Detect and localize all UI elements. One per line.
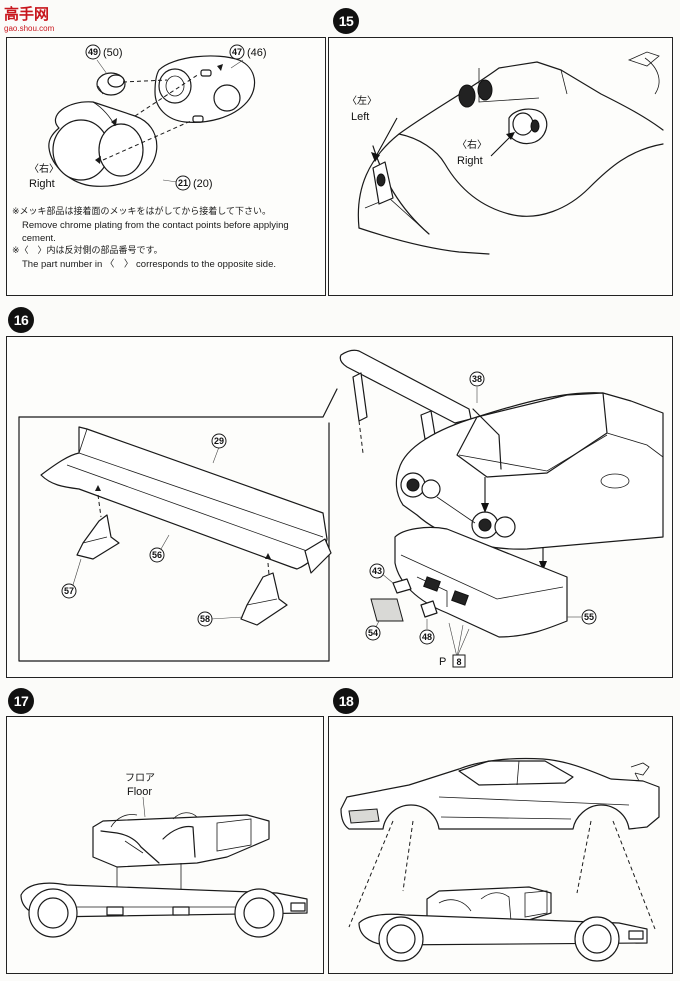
rear-wing-and-bumper-diagram: 29 56 57 58 xyxy=(18,349,664,668)
callout-38: 38 xyxy=(469,371,485,387)
part-58-wing-stay xyxy=(240,572,288,626)
svg-text:56: 56 xyxy=(152,550,162,560)
callout-55: 55 xyxy=(581,609,597,625)
step-number-16: 16 xyxy=(8,307,34,333)
svg-text:P: P xyxy=(439,656,446,668)
part-47-reflector xyxy=(154,55,256,123)
label-floor-jp: フロア xyxy=(125,773,155,784)
part-21-headlight-housing xyxy=(48,101,158,187)
step-number-18: 18 xyxy=(333,688,359,714)
svg-text:38: 38 xyxy=(472,374,482,384)
watermark-logo: 高手网 gao.shou.com xyxy=(4,5,55,33)
label-left-en: Left xyxy=(351,111,369,123)
svg-text:29: 29 xyxy=(214,436,224,446)
step-number-17: 17 xyxy=(8,688,34,714)
note-1-jp: ※メッキ部品は接着面のメッキをはがしてから接着して下さい。 xyxy=(12,207,272,217)
part-49-bulb xyxy=(96,72,126,96)
label-left-jp: 〈左〉 xyxy=(347,94,377,107)
note-2-en: The part number in 〈 〉 corresponds to th… xyxy=(22,259,276,270)
floor-chassis-diagram: フロア Floor xyxy=(20,773,308,938)
svg-text:21: 21 xyxy=(178,178,188,188)
svg-text:47: 47 xyxy=(232,47,242,57)
right-headlight-part xyxy=(508,108,548,145)
label-right-en: Right xyxy=(29,178,55,190)
svg-text:8: 8 xyxy=(456,657,461,667)
svg-text:(46): (46) xyxy=(247,47,267,59)
callout-56: 56 xyxy=(149,547,165,563)
callout-57: 57 xyxy=(61,583,77,599)
svg-text:57: 57 xyxy=(64,586,74,596)
chassis-base xyxy=(20,882,308,938)
interior-tub xyxy=(92,812,270,868)
panel-step-14: 49 (50) 47 (46) 21 (20) 〈右〉 Right xyxy=(6,37,326,296)
car-body-side-view xyxy=(340,757,660,830)
panel-step-17: フロア Floor xyxy=(6,716,324,974)
svg-text:(20): (20) xyxy=(193,178,213,190)
note-1-en: Remove chrome plating from the contact p… xyxy=(22,220,289,244)
panel-step-18 xyxy=(328,716,673,974)
callout-21-20: 21 (20) xyxy=(175,175,213,191)
headlight-assembly-diagram: 49 (50) 47 (46) 21 (20) 〈右〉 Right xyxy=(29,44,267,191)
svg-text:49: 49 xyxy=(88,47,98,57)
svg-text:55: 55 xyxy=(584,612,594,622)
callout-54: 54 xyxy=(365,625,381,641)
svg-text:高手网: 高手网 xyxy=(4,5,49,23)
decal-reference: P 8 xyxy=(439,654,466,668)
part-57-wing-stay xyxy=(76,514,120,560)
label-right-en: Right xyxy=(457,155,483,167)
chassis-with-interior xyxy=(358,886,648,962)
note-2-jp: ※〈 〉内は反対側の部品番号です。 xyxy=(12,246,163,256)
callout-58: 58 xyxy=(197,611,213,627)
step-number-15: 15 xyxy=(333,8,359,34)
callout-43: 43 xyxy=(369,563,385,579)
svg-text:gao.shou.com: gao.shou.com xyxy=(4,24,55,33)
label-right-jp: 〈右〉 xyxy=(457,138,487,151)
part-29-rear-wing xyxy=(40,426,332,574)
body-interior-headlight-diagram: 〈左〉 Left 〈右〉 Right xyxy=(347,51,664,255)
callout-47-46: 47 (46) xyxy=(229,44,267,60)
svg-text:(50): (50) xyxy=(103,47,123,59)
panel-step-16: 29 56 57 58 xyxy=(6,336,673,678)
panel-step-15: 〈左〉 Left 〈右〉 Right xyxy=(328,37,673,296)
callout-29: 29 xyxy=(211,433,227,449)
body-to-chassis-diagram xyxy=(340,757,660,962)
svg-text:54: 54 xyxy=(368,628,378,638)
callout-49-50: 49 (50) xyxy=(85,44,123,60)
label-right-jp: 〈右〉 xyxy=(29,162,59,175)
callout-48: 48 xyxy=(419,629,435,645)
svg-text:48: 48 xyxy=(422,632,432,642)
label-floor-en: Floor xyxy=(127,786,152,798)
svg-text:58: 58 xyxy=(200,614,210,624)
instruction-notes: ※メッキ部品は接着面のメッキをはがしてから接着して下さい。 Remove chr… xyxy=(12,206,324,271)
svg-text:43: 43 xyxy=(372,566,382,576)
left-headlight-installed xyxy=(372,161,394,205)
car-rear-body xyxy=(395,392,664,550)
